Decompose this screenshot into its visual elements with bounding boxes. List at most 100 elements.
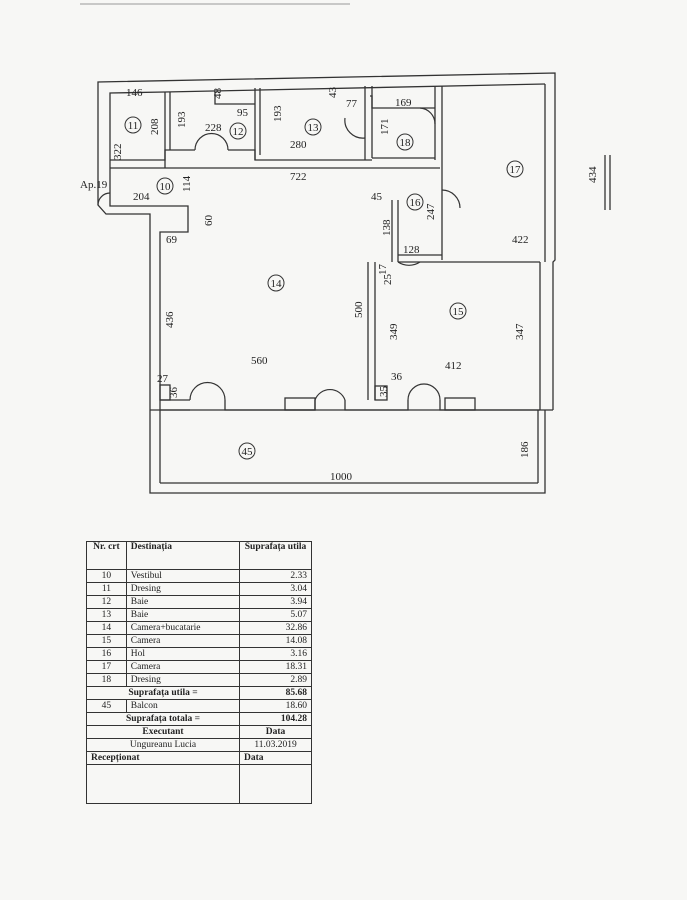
receptionat-date-cell — [239, 764, 312, 804]
dim-36a: 36 — [168, 387, 180, 399]
executant-name: Ungureanu Lucia — [85, 738, 241, 752]
receptionat-header-row: Recepționat Data — [85, 751, 312, 765]
row-dest: Balcon — [125, 699, 241, 713]
total-area-label: Suprafața totala = — [85, 712, 241, 726]
executant-header-row: Executant Data — [85, 725, 312, 739]
receptionat-row — [85, 764, 312, 804]
row-nr: 17 — [86, 660, 127, 674]
total-area-row: Suprafața totala = 104.28 — [85, 712, 312, 726]
dim-43: 43 — [327, 87, 339, 99]
row-supr: 2.89 — [239, 673, 312, 687]
room-number-11: 11 — [128, 120, 139, 132]
dim-208: 208 — [149, 118, 161, 135]
total-area-value: 104.28 — [239, 712, 312, 726]
row-dest: Hol — [125, 647, 241, 661]
row-supr: 14.08 — [239, 634, 312, 648]
row-nr: 12 — [86, 595, 127, 609]
dim-95: 95 — [237, 107, 249, 119]
row-dest: Camera+bucatarie — [125, 621, 241, 635]
dim-349: 349 — [388, 323, 400, 340]
dim-45: 45 — [371, 191, 383, 203]
room-number-17: 17 — [510, 164, 522, 176]
dim-228: 228 — [205, 122, 222, 134]
row-nr: 14 — [86, 621, 127, 635]
row-supr: 3.04 — [239, 582, 312, 596]
row-dest: Camera — [125, 660, 241, 674]
room-numbers: 10 11 12 13 14 15 16 17 18 45 — [128, 120, 521, 458]
walls — [97, 72, 611, 494]
dim-36b: 36 — [391, 371, 403, 383]
executant-row: Ungureanu Lucia 11.03.2019 — [85, 738, 312, 752]
row-supr: 3.16 — [239, 647, 312, 661]
floor-plan-drawing: 10 11 12 13 14 15 16 17 18 45 Ap.19 146 … — [80, 3, 611, 494]
receptionat-label: Recepționat — [85, 751, 241, 765]
dim-114: 114 — [181, 175, 193, 192]
dim-560: 560 — [251, 355, 268, 367]
dim-347: 347 — [514, 323, 526, 340]
balcony-row: 45 Balcon 18.60 — [86, 699, 312, 713]
row-supr: 5.07 — [239, 608, 312, 622]
row-supr: 2.33 — [239, 569, 312, 583]
row-nr: 11 — [86, 582, 127, 596]
row-nr: 15 — [86, 634, 127, 648]
dim-169: 169 — [395, 97, 412, 109]
dim-60: 60 — [203, 215, 215, 227]
row-supr: 18.31 — [239, 660, 312, 674]
dim-48: 48 — [212, 88, 224, 100]
executant-date: 11.03.2019 — [239, 738, 312, 752]
row-nr: 13 — [86, 608, 127, 622]
header-destinatia: Destinația — [125, 541, 241, 570]
receptionat-signature-cell — [85, 764, 241, 804]
dim-128: 128 — [403, 244, 420, 256]
row-dest: Camera — [125, 634, 241, 648]
dimension-labels-vertical: 208 322 193 48 193 43 171 434 114 60 247… — [112, 87, 599, 459]
executant-data-label: Data — [239, 725, 312, 739]
table-header: Nr. crt Destinația Suprafața utila — [86, 541, 312, 570]
dim-1000: 1000 — [330, 471, 353, 483]
dimension-labels: 146 95 228 280 77 169 422 204 722 69 45 … — [126, 87, 529, 483]
room-number-16: 16 — [410, 197, 422, 209]
dim-17: 17 — [377, 264, 389, 276]
useful-area-value: 85.68 — [239, 686, 312, 700]
dim-25: 25 — [382, 274, 394, 286]
dim-138: 138 — [381, 219, 393, 236]
row-nr: 16 — [86, 647, 127, 661]
receptionat-data-label: Data — [239, 751, 312, 765]
apartment-label: Ap.19 — [80, 179, 108, 191]
header-suprafata: Suprafața utila — [239, 541, 312, 570]
row-nr: 10 — [86, 569, 127, 583]
row-supr: 32.86 — [239, 621, 312, 635]
dim-412: 412 — [445, 360, 462, 372]
row-dest: Dresing — [125, 582, 241, 596]
room-number-12: 12 — [233, 126, 244, 138]
row-supr: 3.94 — [239, 595, 312, 609]
row-dest: Baie — [125, 608, 241, 622]
row-nr: 45 — [86, 699, 127, 713]
dim-204: 204 — [133, 191, 150, 203]
dim-436: 436 — [164, 311, 176, 328]
room-number-18: 18 — [400, 137, 412, 149]
dim-280: 280 — [290, 139, 307, 151]
useful-area-row: Suprafața utila = 85.68 — [85, 686, 312, 700]
dim-69: 69 — [166, 234, 178, 246]
executant-label: Executant — [85, 725, 241, 739]
row-dest: Dresing — [125, 673, 241, 687]
dim-322: 322 — [112, 144, 124, 161]
row-nr: 18 — [86, 673, 127, 687]
dim-77: 77 — [346, 98, 358, 110]
header-nr: Nr. crt — [86, 541, 127, 570]
dim-500: 500 — [353, 301, 365, 318]
dim-146: 146 — [126, 87, 143, 99]
dim-35: 35 — [378, 386, 390, 398]
dim-247: 247 — [425, 203, 437, 220]
row-supr: 18.60 — [239, 699, 312, 713]
dim-193a: 193 — [176, 111, 188, 128]
